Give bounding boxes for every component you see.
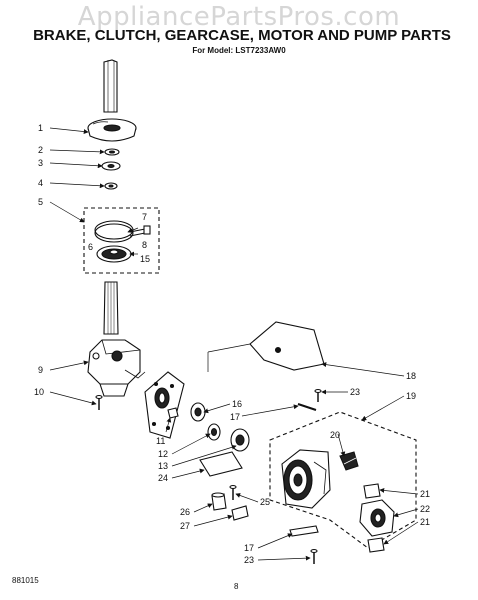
callout-15: 15 (140, 254, 150, 264)
callout-8: 8 (142, 240, 147, 250)
callout-9: 9 (38, 365, 43, 375)
callout-21-top: 21 (420, 489, 430, 499)
callout-16: 16 (232, 399, 242, 409)
page-number: 8 (234, 582, 239, 591)
model-subtitle: For Model: LST7233AW0 (192, 46, 286, 55)
part-13-coupling-hub (230, 428, 250, 452)
part-17-rod (297, 403, 317, 411)
callout-27: 27 (180, 521, 190, 531)
part-27-bracket (231, 505, 249, 521)
part-7-bolt (129, 225, 151, 237)
part-12-coupling (207, 423, 221, 441)
part-22-pump (359, 499, 395, 537)
part-15-rotor (96, 245, 132, 263)
part-24-pad (199, 451, 243, 477)
callout-24: 24 (158, 473, 168, 483)
part-4-washer (104, 182, 118, 190)
callout-2: 2 (38, 145, 43, 155)
part-10-screw (95, 394, 103, 410)
callout-19: 19 (406, 391, 416, 401)
callout-10: 10 (34, 387, 44, 397)
callout-21-bottom: 21 (420, 517, 430, 527)
motor (281, 449, 331, 509)
part-18-shield (207, 321, 325, 372)
callout-17-bottom: 17 (244, 543, 254, 553)
part-21-clip-bottom (367, 537, 385, 553)
part-25-screw (229, 484, 237, 500)
part-3-washer (101, 161, 121, 171)
callout-25: 25 (260, 497, 270, 507)
part-26-bushing (211, 492, 227, 511)
part-9-gearcase (87, 339, 146, 397)
part-6-brake-ring (94, 220, 134, 243)
callout-1: 1 (38, 123, 43, 133)
callout-17-top: 17 (230, 412, 240, 422)
mounting-plate (144, 371, 185, 439)
agitator-shaft-lower (103, 281, 119, 335)
callout-7: 7 (142, 212, 147, 222)
callout-4: 4 (38, 178, 43, 188)
callout-26: 26 (180, 507, 190, 517)
part-5-brake-assembly-box (83, 207, 160, 274)
part-2-washer (104, 148, 120, 156)
part-21-clip-top (363, 483, 381, 499)
part-23-screw-top (314, 388, 322, 402)
callout-3: 3 (38, 158, 43, 168)
watermark: AppliancePartsPros.com (77, 2, 401, 32)
callout-20: 20 (330, 430, 340, 440)
diagram-title: BRAKE, CLUTCH, GEARCASE, MOTOR AND PUMP … (33, 27, 451, 44)
part-20-switch (339, 451, 359, 471)
part-17-strap (289, 525, 319, 537)
callout-23-top: 23 (350, 387, 360, 397)
callout-6: 6 (88, 242, 93, 252)
document-code: 881015 (12, 576, 39, 585)
callout-18: 18 (406, 371, 416, 381)
callout-23-bottom: 23 (244, 555, 254, 565)
part-1-cam (87, 118, 137, 142)
callout-5: 5 (38, 197, 43, 207)
callout-11: 11 (156, 436, 165, 446)
part-23-screw-bottom (310, 548, 318, 564)
callout-12: 12 (158, 449, 168, 459)
agitator-shaft-top (103, 59, 118, 113)
part-11-nut (167, 407, 179, 419)
part-16-coupling (190, 402, 206, 422)
callout-13: 13 (158, 461, 168, 471)
callout-22: 22 (420, 504, 430, 514)
